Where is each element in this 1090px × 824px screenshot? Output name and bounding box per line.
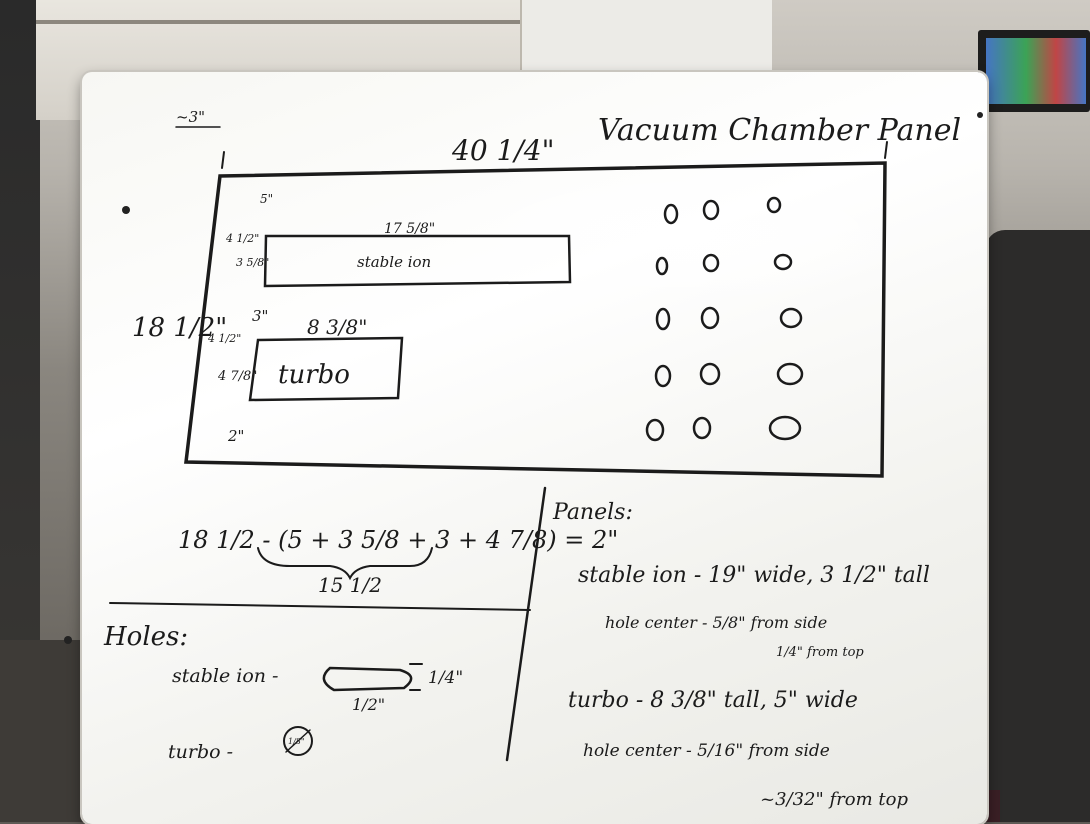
panel-outline [184,161,887,478]
turbo-cutout [248,336,404,402]
calc-brace [257,547,433,581]
stable-ion-cutout [263,234,572,288]
stable-ion-slot-sketch [322,666,413,692]
panels-title: Panels: [552,500,633,525]
panel-height-dim: 18 1/2" [132,313,227,343]
holes-stable-ion: stable ion - [172,665,278,687]
panels-stable-ion-hole-side: hole center - 5/8" from side [605,613,827,632]
background-monitor-screen [986,38,1086,104]
hole [654,364,672,388]
hole [655,307,671,331]
width-tick-right [884,141,888,159]
hole [663,203,679,225]
calc-subtotal: 15 1/2 [318,573,382,597]
panels-turbo-hole-top: ~3/32" from top [760,789,908,810]
hole [645,418,665,442]
holes-turbo: turbo - [168,741,233,763]
hole [766,196,782,214]
stable-ion-height-dim: 3 5/8" [236,256,269,269]
hole [779,307,803,329]
stable-ion-width-dim: 17 5/8" [384,221,435,237]
stable-ion-label: stable ion [357,253,431,271]
hole [702,253,720,273]
turbo-hole-sketch [283,726,313,756]
panels-stable-ion: stable ion - 19" wide, 3 1/2" tall [578,563,930,588]
panels-turbo: turbo - 8 3/8" tall, 5" wide [568,688,858,713]
hole [773,253,793,271]
hole [768,415,802,441]
hole-pattern [645,196,804,442]
width-tick-left [221,151,225,169]
top-note: ~3" [176,108,205,126]
stable-ion-hole-height: 1/4" [428,668,463,688]
mount-dot-left-bottom [64,636,72,644]
background-chair [985,230,1090,822]
hole [655,256,669,276]
stable-ion-hole-length: 1/2" [352,695,385,714]
turbo-width-dim: 8 3/8" [307,315,367,339]
turbo-hole-diameter: 1/8" [288,737,305,746]
height-calculation: 18 1/2 - (5 + 3 5/8 + 3 + 4 7/8) = 2" [178,526,618,554]
stable-ion-left-gap: 4 1/2" [225,232,259,245]
mount-dot-left-top [122,206,130,214]
turbo-label: turbo [278,360,350,390]
turbo-left-gap: 4 1/2" [207,332,241,345]
panels-stable-ion-hole-top: 1/4" from top [776,645,864,660]
turbo-hole-diameter-line [285,729,311,753]
hole [692,416,712,440]
section-divider-vertical [505,486,547,762]
stable-ion-top-gap: 5" [260,192,273,206]
between-gap-dim: 3" [252,307,268,325]
background-shelf [36,20,536,24]
mount-dot-right-top [977,112,983,118]
bottom-gap-dim: 2" [227,427,244,445]
hole [699,362,721,386]
hole [702,199,720,221]
hole [700,306,720,330]
turbo-height-dim: 4 7/8" [217,369,257,384]
panel-width-dim: 40 1/4" [451,134,554,167]
section-divider-horizontal [109,602,531,611]
board-title: Vacuum Chamber Panel [598,113,961,148]
hole [776,362,804,386]
holes-title: Holes: [103,622,188,652]
panels-turbo-hole-side: hole center - 5/16" from side [583,741,830,761]
